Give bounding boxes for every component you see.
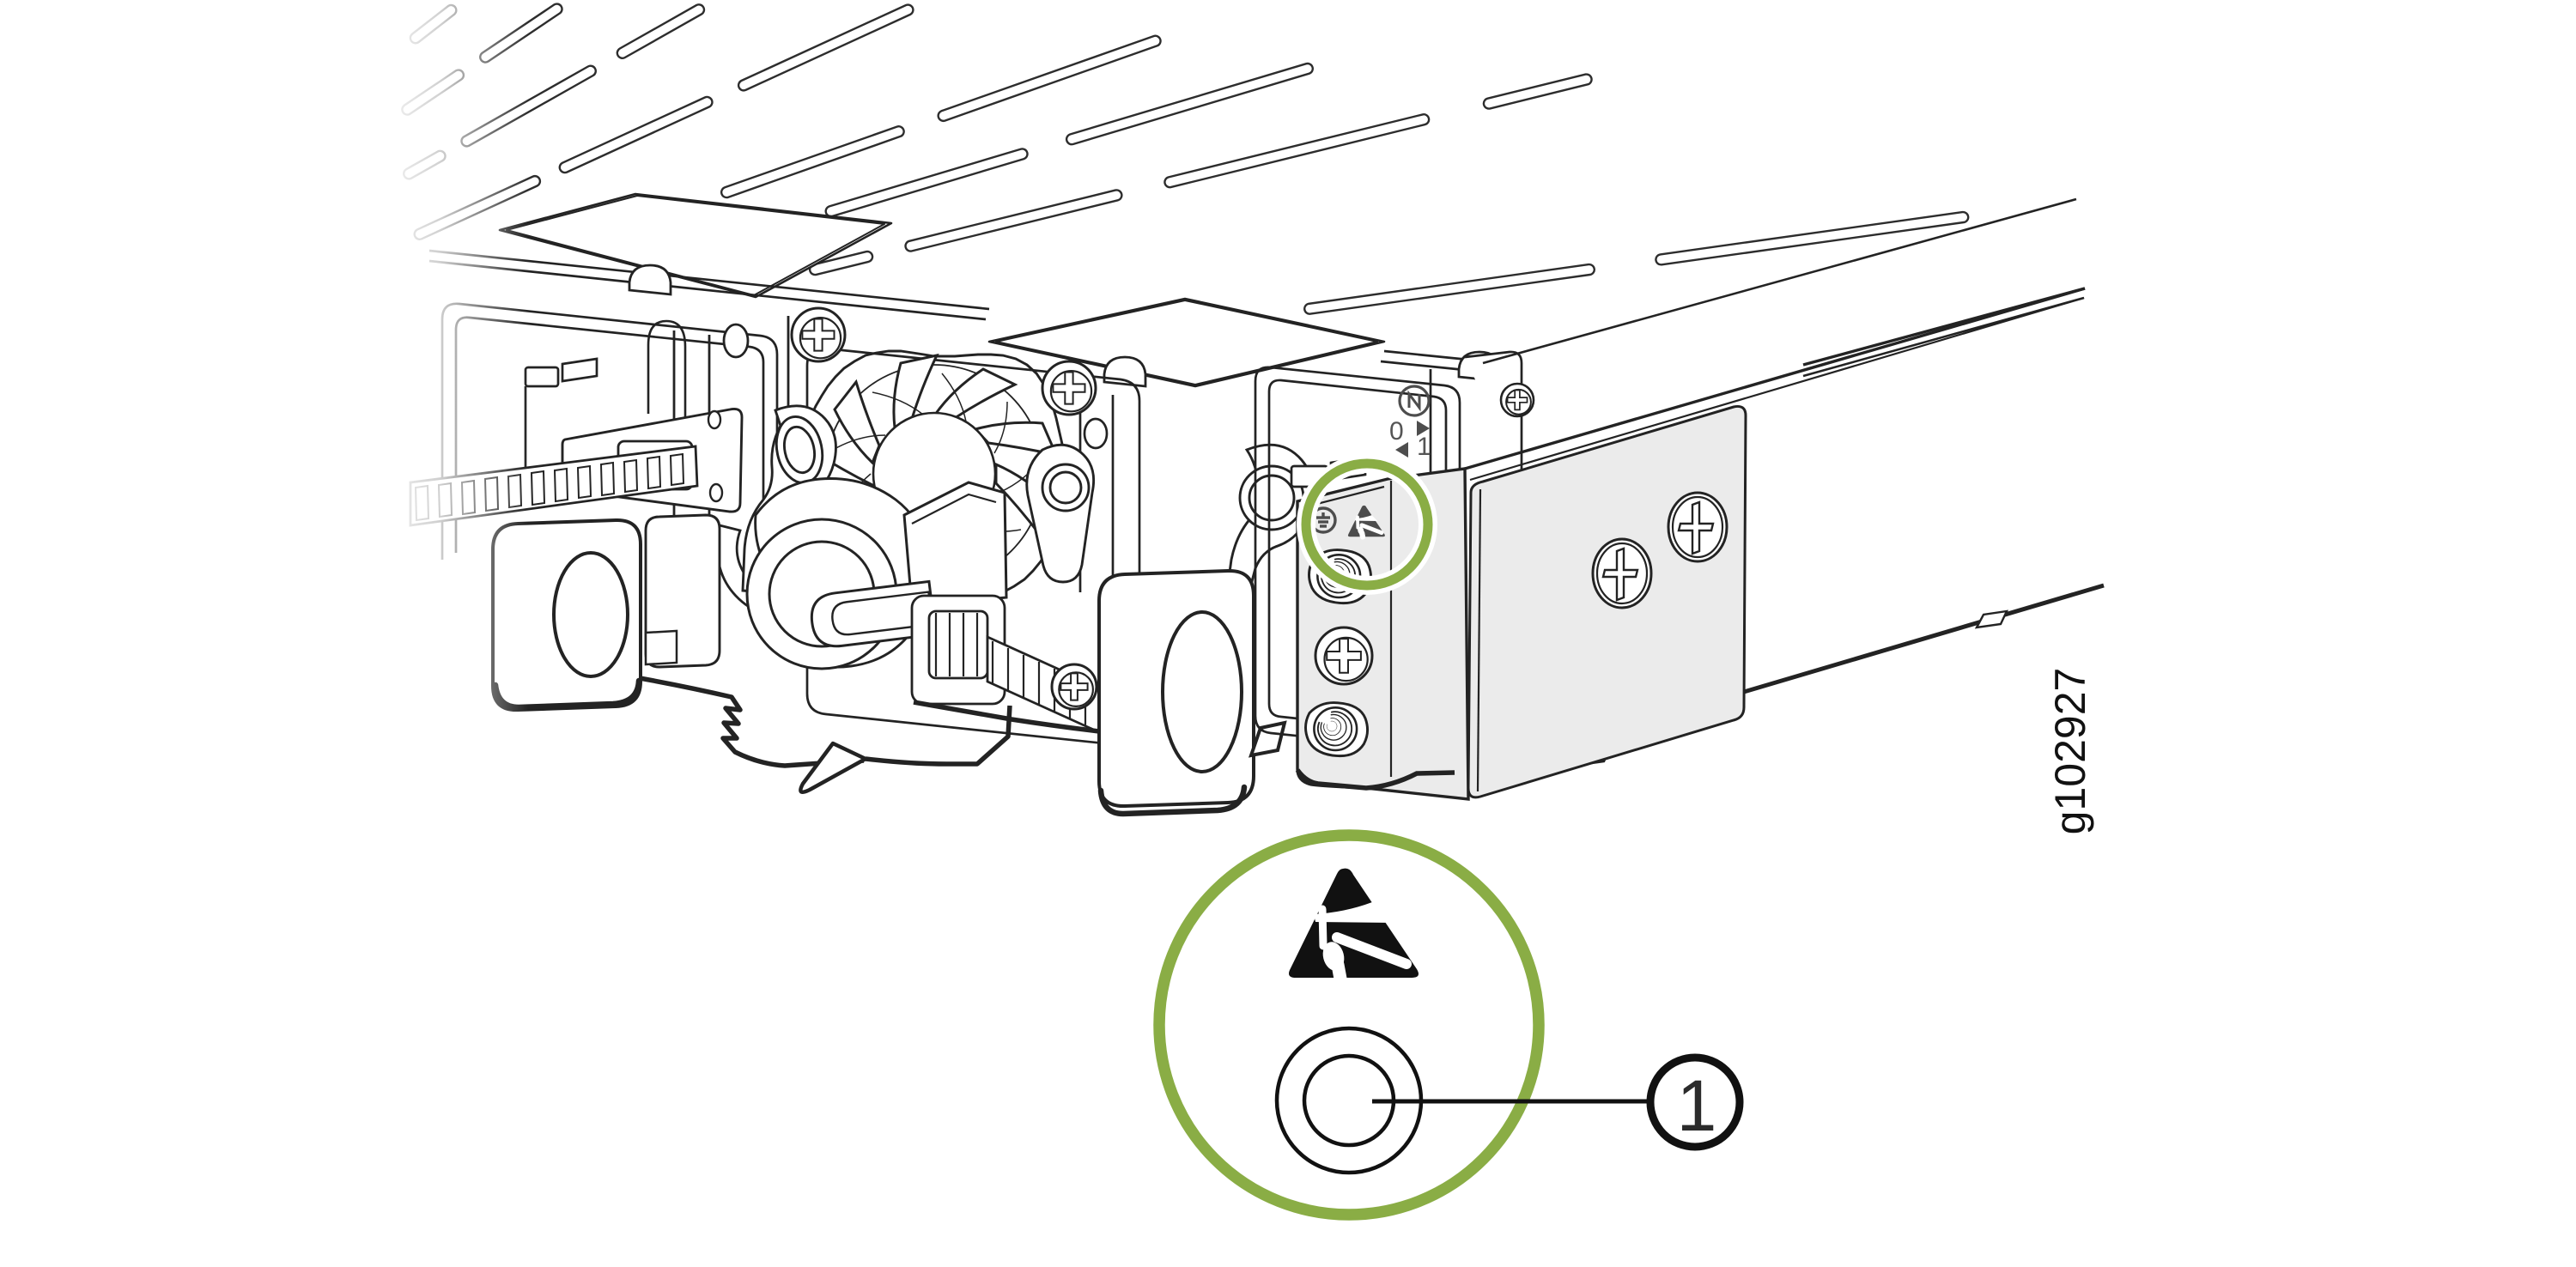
svg-text:1: 1 xyxy=(1677,1065,1717,1146)
svg-text:g102927: g102927 xyxy=(2046,668,2094,835)
svg-text:1: 1 xyxy=(1417,433,1431,461)
svg-text:0: 0 xyxy=(1389,417,1404,446)
